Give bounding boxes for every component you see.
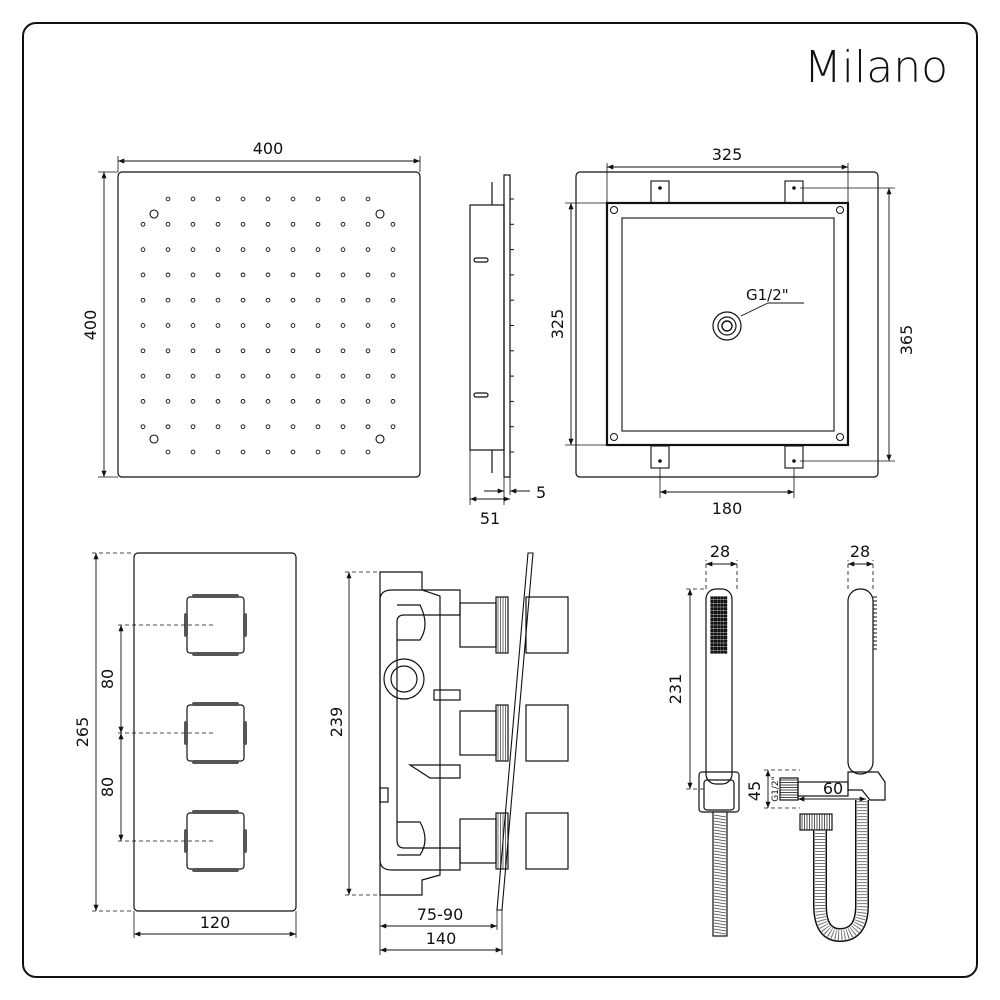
- handset-spray-holes: [710, 596, 728, 654]
- dim-label-handset-width: 28: [710, 542, 730, 561]
- handset-side-holes: [873, 596, 877, 650]
- handset-front-view: [686, 560, 740, 937]
- dim-label-valve-adjust: 75-90: [417, 905, 464, 924]
- dim-label-head-depth: 51: [480, 509, 500, 528]
- valve-plate: [133, 552, 297, 912]
- side-nozzle-profile: [510, 198, 514, 453]
- dim-label-outlet-depth: 60: [823, 779, 843, 798]
- dim-label-back-width: 325: [712, 145, 743, 164]
- dim-label-valve-depth: 140: [426, 929, 457, 948]
- nozzle-grid: [140, 196, 396, 455]
- brand-logo: Milano: [804, 42, 948, 93]
- dim-label-spacing-bottom: 80: [98, 777, 117, 797]
- shower-head-front-view: 400 400: [81, 139, 421, 478]
- valve-handles: [184, 594, 247, 872]
- dim-label-head-width: 400: [253, 139, 284, 158]
- dim-label-bracket-spacing: 180: [712, 499, 743, 518]
- dim-label-handset-side-width: 28: [850, 542, 870, 561]
- drawing-frame: [22, 22, 978, 978]
- hose-pattern: [713, 814, 727, 935]
- dim-label-valve-side-height: 239: [327, 707, 346, 738]
- dim-label-plate: 5: [536, 483, 546, 502]
- outlet-knurl: [780, 779, 830, 830]
- dim-label-spacing-top: 80: [98, 669, 117, 689]
- dim-label-handset-length: 231: [666, 674, 685, 705]
- shower-head-back-view: [565, 163, 895, 498]
- shower-head-side-view: [469, 174, 530, 505]
- dim-label-back-height: 325: [548, 309, 567, 340]
- fixing-screws: [149, 209, 385, 444]
- valve-front-view: [92, 552, 297, 938]
- handset-side-view: [764, 560, 886, 943]
- dim-label-valve-width: 120: [200, 913, 231, 932]
- dim-label-overall-height: 365: [897, 325, 916, 356]
- valve-spindles: [459, 596, 569, 870]
- connection-label: G1/2": [746, 286, 789, 304]
- valve-side-view: [345, 552, 569, 955]
- dim-label-outlet-height: 45: [745, 781, 764, 801]
- dim-label-valve-height: 265: [73, 717, 92, 748]
- dim-label-outlet-thread: G1/2": [771, 776, 781, 802]
- dim-label-head-height: 400: [81, 310, 100, 341]
- shower-head-plate: [117, 171, 421, 478]
